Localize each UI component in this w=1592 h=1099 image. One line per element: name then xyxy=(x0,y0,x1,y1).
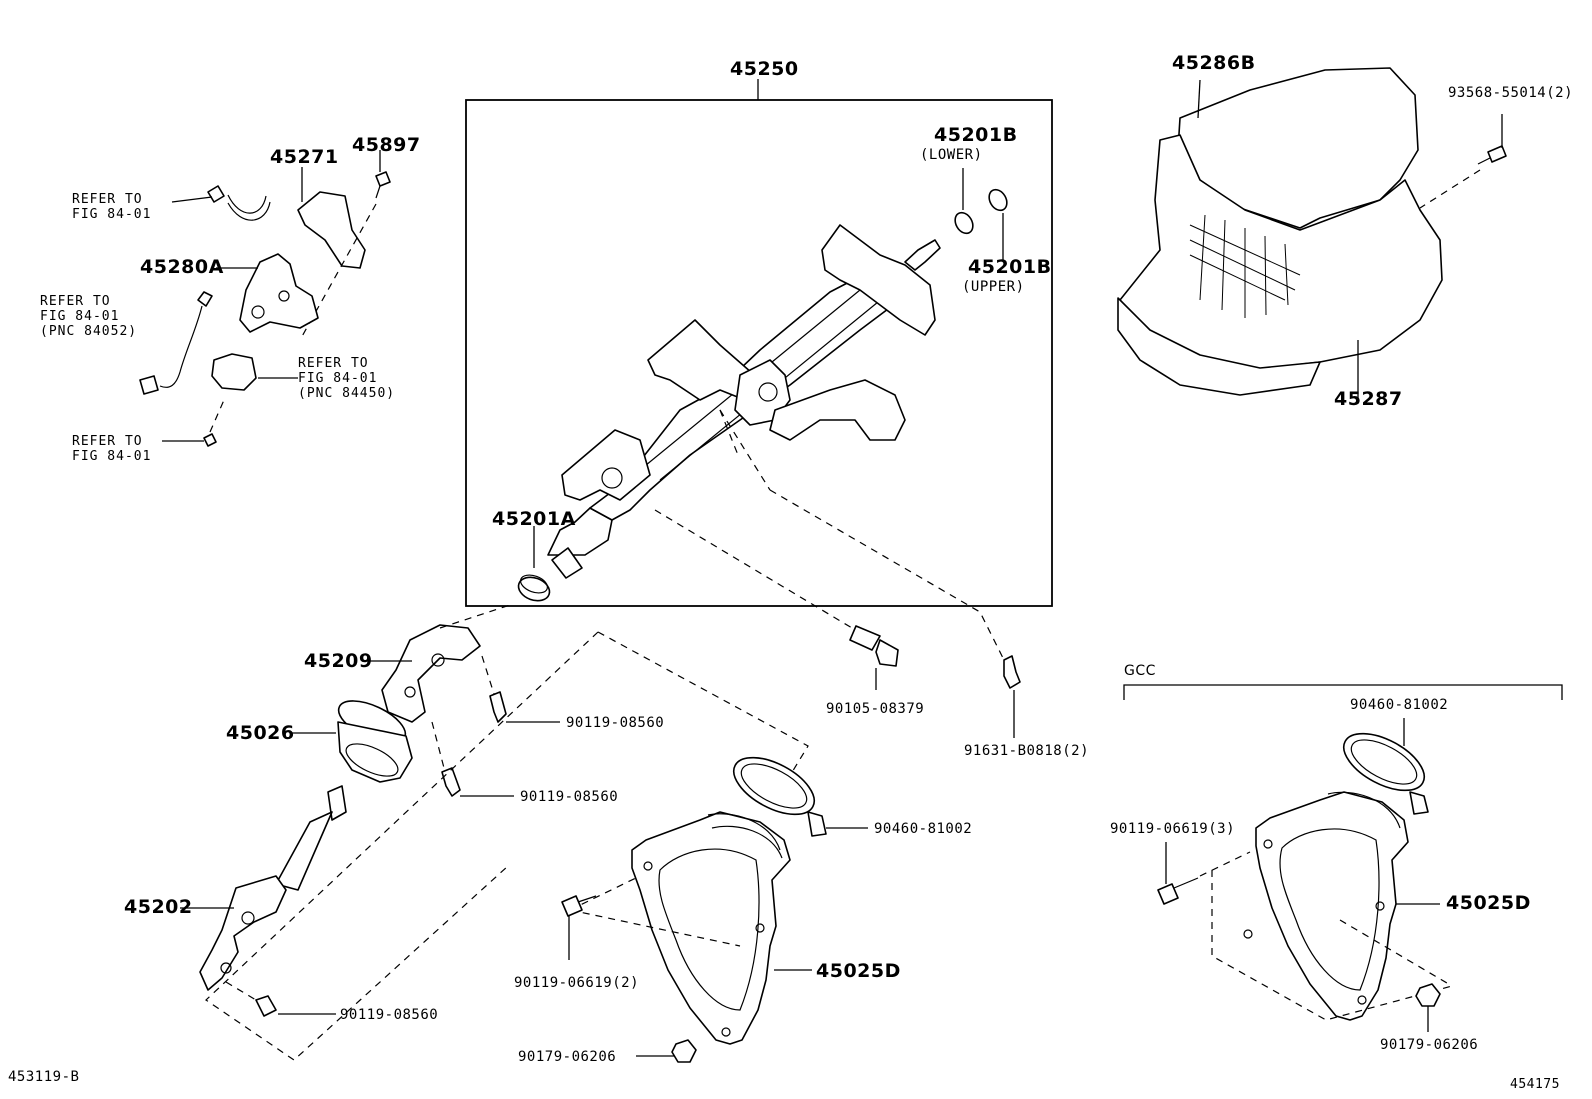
bolt-91631-part xyxy=(769,489,1021,738)
label-45201b-upper: 45201B xyxy=(968,256,1052,278)
clamp-90460-right-part xyxy=(1343,718,1429,815)
label-90119-08560-b: 90119-08560 xyxy=(520,789,619,805)
label-gcc: GCC xyxy=(1124,663,1156,679)
nut-90179-right-part xyxy=(1415,983,1441,1032)
label-45271: 45271 xyxy=(270,146,339,168)
column-cover-upper-part xyxy=(1117,67,1443,396)
label-45202: 45202 xyxy=(124,896,193,918)
label-90179-left: 90179-06206 xyxy=(518,1049,617,1065)
refer-note-1: REFER TO FIG 84-01 xyxy=(72,192,152,222)
refer-note-2: REFER TO FIG 84-01 (PNC 84052) xyxy=(40,294,138,339)
label-45201b-lower: 45201B xyxy=(934,124,1018,146)
label-90119-08560-a: 90119-08560 xyxy=(566,715,665,731)
label-90179-right: 90179-06206 xyxy=(1380,1037,1479,1053)
label-45280a: 45280A xyxy=(140,256,224,278)
label-45250: 45250 xyxy=(730,58,799,80)
label-93568: 93568-55014(2) xyxy=(1448,85,1574,101)
refer-note-3: REFER TO FIG 84-01 (PNC 84450) xyxy=(298,356,396,401)
bolt-90119-08560-b-part xyxy=(431,721,514,797)
bolt-90105-part xyxy=(654,509,899,690)
label-45026: 45026 xyxy=(226,722,295,744)
bearing-45201b-upper-part xyxy=(988,188,1008,260)
bolt-90119-08560-a-part xyxy=(481,655,560,723)
label-90460-right: 90460-81002 xyxy=(1350,697,1449,713)
assembly-box-45250 xyxy=(465,79,1053,607)
bolt-90119-06619-left-part xyxy=(561,895,597,960)
screw-93568-part xyxy=(1419,114,1507,209)
boot-45026-part xyxy=(292,700,413,783)
label-91631: 91631-B0818(2) xyxy=(964,743,1090,759)
nut-90179-left-part xyxy=(636,1039,697,1063)
clamp-90460-left-part xyxy=(733,756,868,837)
label-45025d-right: 45025D xyxy=(1446,892,1531,914)
page-id: 454175 xyxy=(1510,1077,1560,1092)
switch-part xyxy=(211,353,298,391)
boot-45025d-right-part xyxy=(1211,791,1453,1021)
figure-id: 453119-B xyxy=(8,1069,80,1085)
label-upper: (UPPER) xyxy=(962,279,1025,295)
label-90119-06619-right: 90119-06619(3) xyxy=(1110,821,1236,837)
steering-column-part xyxy=(547,224,941,579)
label-45201a: 45201A xyxy=(492,508,576,530)
label-45897: 45897 xyxy=(352,134,421,156)
label-90119-08560-c: 90119-08560 xyxy=(340,1007,439,1023)
lock-housing-45280a-part xyxy=(216,253,319,333)
clamp-ring-part xyxy=(171,185,271,221)
bracket-45271-part xyxy=(297,167,366,269)
label-45025d-left: 45025D xyxy=(816,960,901,982)
label-45287: 45287 xyxy=(1334,388,1403,410)
label-90119-06619-left: 90119-06619(2) xyxy=(514,975,640,991)
label-90460-left: 90460-81002 xyxy=(874,821,973,837)
gcc-bracket xyxy=(1123,684,1563,700)
ujoint-45209-part xyxy=(362,604,511,723)
bearing-45201b-lower-part xyxy=(954,168,974,235)
label-90105: 90105-08379 xyxy=(826,701,925,717)
screw-45897-part xyxy=(299,150,391,341)
boot-45025d-left-part xyxy=(569,811,812,1045)
bolt-90119-06619-right-part xyxy=(1157,842,1251,905)
label-45286b: 45286B xyxy=(1172,52,1256,74)
bolt-90119-08560-c-part xyxy=(225,981,336,1017)
bearing-45201a-part xyxy=(517,526,551,602)
label-lower: (LOWER) xyxy=(920,147,983,163)
label-45209: 45209 xyxy=(304,650,373,672)
screw-refer-part xyxy=(162,399,225,447)
refer-note-4: REFER TO FIG 84-01 xyxy=(72,434,152,464)
shaft-45202-part xyxy=(180,785,347,991)
sensor-wire-part xyxy=(139,291,213,395)
